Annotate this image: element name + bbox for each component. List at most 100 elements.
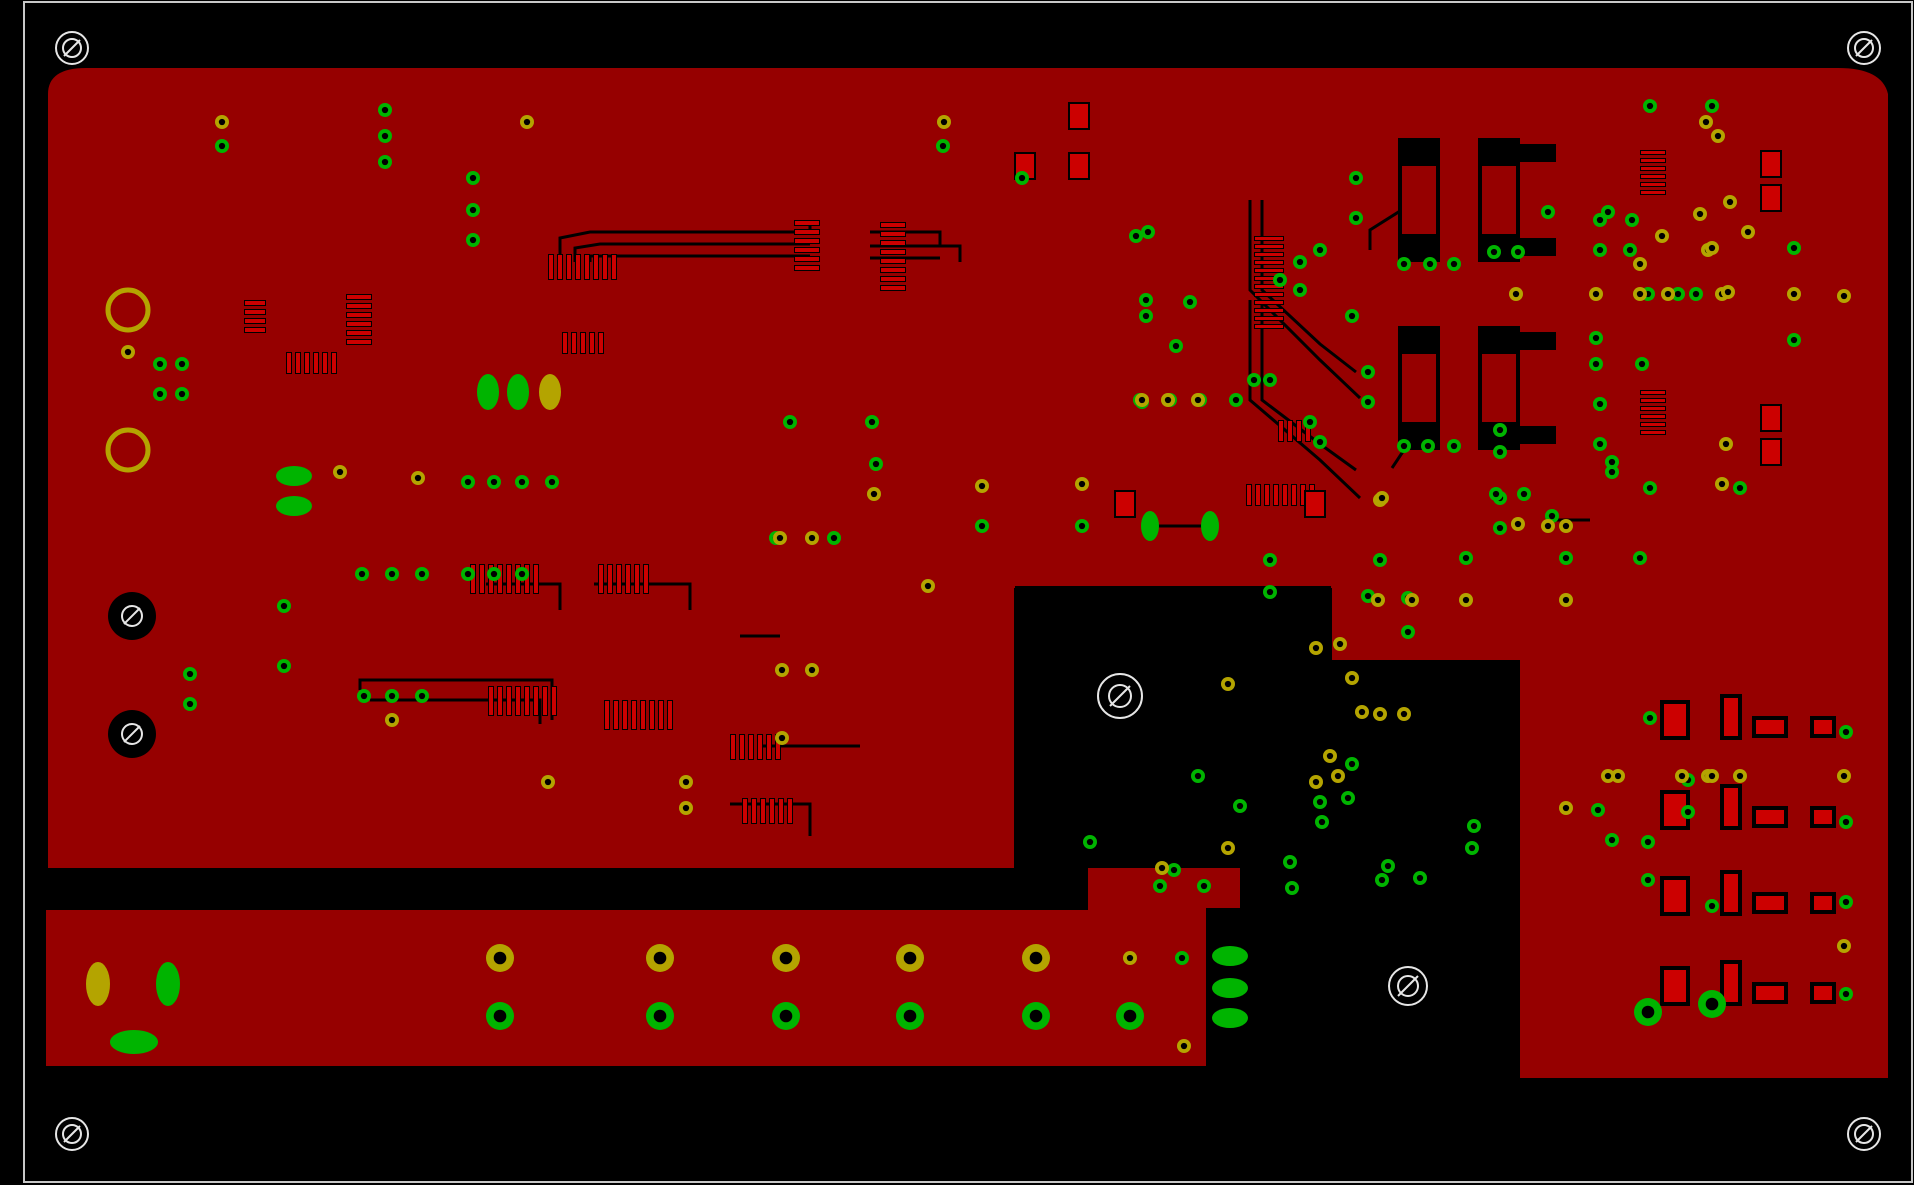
via-green-hole — [1490, 248, 1498, 256]
smd-qfn-pins-copper — [1255, 237, 1283, 240]
smd-resistor-copper — [245, 310, 265, 314]
via-green-hole — [1416, 874, 1424, 882]
smd-ic-pins-copper — [347, 295, 371, 299]
smd-pad-strip — [1496, 426, 1556, 444]
clearance-regions — [1015, 586, 1520, 1080]
via-green-hole — [1086, 838, 1094, 846]
via-green-hole — [1250, 376, 1258, 384]
via-green-hole — [1514, 248, 1522, 256]
smd-ic-pins-copper — [507, 687, 511, 715]
smd-ic-pins-copper — [1256, 485, 1260, 505]
via-yellow-hole — [1164, 396, 1172, 404]
smd-ic-pins-copper — [881, 277, 905, 281]
smd-qfn-pins-copper — [1255, 261, 1283, 264]
large-ring-pad-1 — [105, 287, 151, 333]
via-yellow-hole — [414, 474, 422, 482]
via-yellow-hole — [1348, 674, 1356, 682]
smd-pad-copper — [1724, 788, 1738, 826]
via-yellow-hole — [653, 951, 667, 965]
via-green-hole — [1266, 376, 1274, 384]
smd-ic-pins-copper — [1641, 191, 1665, 194]
via-green-hole — [1674, 290, 1682, 298]
via-yellow-hole — [1592, 290, 1600, 298]
via-green-hole — [360, 692, 368, 700]
smd-qfn-pins-copper — [1255, 253, 1283, 256]
smd-ic-pins-copper — [347, 340, 371, 344]
via-green-hole — [280, 602, 288, 610]
via-green-hole — [868, 418, 876, 426]
via-green-hole — [381, 106, 389, 114]
via-green-hole — [786, 418, 794, 426]
via-yellow-hole — [1358, 708, 1366, 716]
via-yellow-hole — [1840, 772, 1848, 780]
smd-transistor-tab — [1664, 880, 1686, 912]
smd-ic-pins-copper — [623, 701, 627, 729]
via-green-hole — [1266, 556, 1274, 564]
via-yellow-hole — [1180, 1042, 1188, 1050]
via-yellow-hole — [1514, 520, 1522, 528]
via-green-hole — [1266, 588, 1274, 596]
smd-ic-pins-copper — [585, 255, 589, 279]
via-yellow-hole — [682, 778, 690, 786]
via-green-hole — [1604, 208, 1612, 216]
via-yellow-hole — [1678, 772, 1686, 780]
trace — [558, 222, 812, 270]
via-yellow-hole — [1562, 596, 1570, 604]
oval-pad — [276, 496, 312, 516]
via-green-hole — [1496, 524, 1504, 532]
smd-ic-pins-copper — [1292, 485, 1296, 505]
via-green-hole — [830, 534, 838, 542]
oval-pad — [507, 374, 529, 410]
smd-ic-pins-copper — [590, 333, 594, 353]
via-yellow-hole — [336, 468, 344, 476]
via-green-hole — [1276, 276, 1284, 284]
via-yellow-hole — [1708, 772, 1716, 780]
smd-pad-copper — [1756, 896, 1784, 910]
via-green-hole — [903, 1009, 917, 1023]
copper-pour-layer — [46, 68, 1888, 1078]
via-green-hole — [1592, 360, 1600, 368]
via-green-hole — [1364, 368, 1372, 376]
via-yellow-hole — [493, 951, 507, 965]
oval-pad — [1201, 511, 1219, 541]
via-green-hole — [1348, 760, 1356, 768]
via-yellow-hole — [1714, 132, 1722, 140]
oval-pad — [1141, 511, 1159, 541]
via-green-hole — [464, 478, 472, 486]
smd-pad-copper — [1070, 104, 1088, 128]
via-green-hole — [1736, 484, 1744, 492]
smd-ic-pins-copper — [552, 687, 556, 715]
via-yellow-hole — [978, 482, 986, 490]
via-green-hole — [186, 700, 194, 708]
via-green-hole — [1592, 334, 1600, 342]
via-green-hole — [1186, 298, 1194, 306]
via-green-hole — [1708, 902, 1716, 910]
via-green-hole — [1364, 398, 1372, 406]
smd-ic-pins-copper — [795, 248, 819, 252]
smd-pad-copper — [1070, 154, 1088, 178]
via-green-hole — [1132, 232, 1140, 240]
smd-ic-pins-copper — [1283, 485, 1287, 505]
via-green-hole — [1316, 246, 1324, 254]
smd-qfn-pins-copper — [1255, 317, 1283, 320]
smd-ic-pins-copper — [881, 232, 905, 236]
via-green-hole — [1018, 174, 1026, 182]
smd-ic-pins-copper — [567, 255, 571, 279]
smd-ic-pins-copper — [795, 221, 819, 225]
smd-ic-pins-copper — [599, 333, 603, 353]
via-yellow-hole — [1376, 710, 1384, 718]
smd-ic-pins-copper — [635, 565, 639, 593]
via-green-hole — [1378, 876, 1386, 884]
smd-ic-pins-copper — [296, 353, 300, 373]
smd-ic-pins-copper — [795, 230, 819, 234]
smd-pad-copper — [1756, 986, 1784, 1000]
via-green-hole — [1842, 898, 1850, 906]
via-green-hole — [1142, 296, 1150, 304]
via-yellow-hole — [1138, 396, 1146, 404]
via-green-hole — [1318, 818, 1326, 826]
via-green-hole — [1492, 490, 1500, 498]
via-green-hole — [1450, 260, 1458, 268]
copper-pour-bottom-strip — [46, 822, 1240, 1066]
smd-footprint-layer — [244, 102, 1836, 1006]
via-green-hole — [1232, 396, 1240, 404]
